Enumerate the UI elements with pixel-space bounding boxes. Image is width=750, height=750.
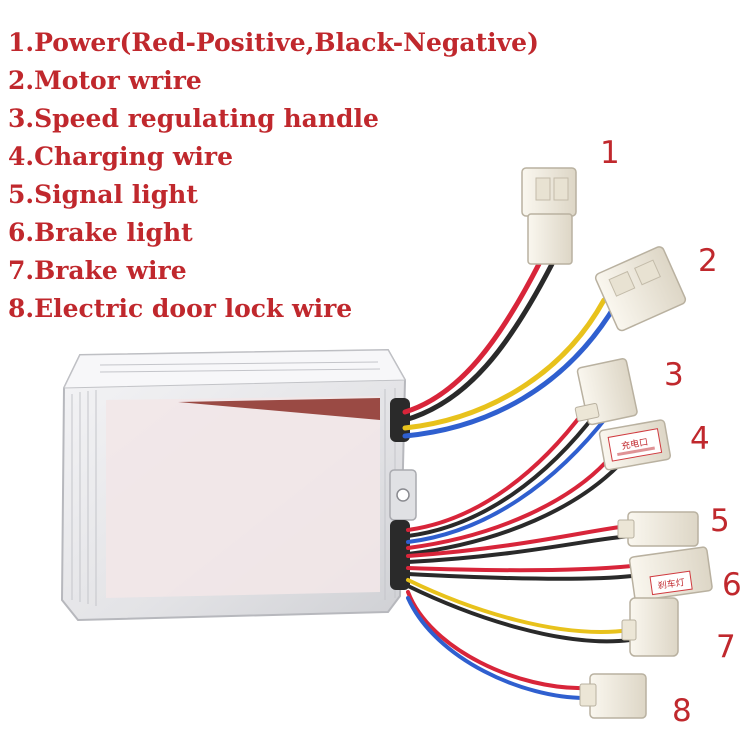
legend-item-charging: 4.Charging wire [8, 142, 233, 171]
connector-charging: 充电口 [598, 419, 671, 471]
controller-housing [60, 348, 417, 622]
callout-4: 4 [690, 421, 710, 457]
legend-item-speed-handle: 3.Speed regulating handle [8, 104, 379, 133]
connector-power [521, 167, 577, 265]
connector-brake-wire [621, 597, 679, 657]
mounting-tab [389, 469, 417, 521]
wire-bundle-motor [402, 297, 619, 439]
callout-2: 2 [698, 243, 718, 279]
legend-item-power: 1.Power(Red-Positive,Black-Negative) [8, 28, 539, 57]
housing-label-sticker [106, 396, 380, 598]
wire-bundle-signals [406, 408, 634, 700]
callout-3: 3 [664, 357, 684, 393]
connector-motor [594, 246, 687, 332]
callout-6: 6 [722, 567, 742, 603]
legend-item-signal-light: 5.Signal light [8, 180, 198, 209]
connector-signal-light [617, 511, 699, 547]
wire-bundle-power [402, 259, 555, 423]
legend-item-motor: 2.Motor wrire [8, 66, 202, 95]
cable-gland [390, 398, 410, 590]
wire-legend: 1.Power(Red-Positive,Black-Negative) 2.M… [8, 24, 539, 328]
connector-door-lock [579, 673, 647, 719]
callout-8: 8 [672, 693, 692, 729]
legend-item-brake-wire: 7.Brake wire [8, 256, 187, 285]
callout-7: 7 [716, 629, 736, 665]
callout-5: 5 [710, 503, 730, 539]
connector-brake-light: 刹车灯 [628, 546, 713, 602]
legend-item-brake-light: 6.Brake light [8, 218, 193, 247]
callout-1: 1 [600, 135, 620, 171]
brake-light-tag-text: 刹车灯 [657, 576, 685, 592]
connector-speed-handle [574, 358, 638, 426]
legend-item-door-lock: 8.Electric door lock wire [8, 294, 353, 323]
